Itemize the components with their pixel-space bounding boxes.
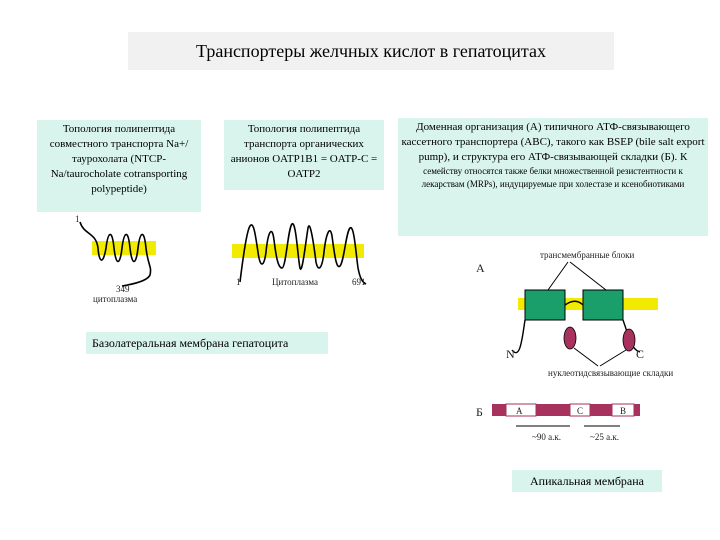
- abc-panel-b-label: Б: [476, 405, 483, 419]
- abc-caption: Доменная организация (А) типичного АТФ-с…: [398, 118, 708, 236]
- oatp-cyto-label: Цитоплазма: [272, 277, 318, 287]
- apical-label: Апикальная мембрана: [512, 470, 662, 492]
- abc-seg-c: C: [577, 406, 583, 416]
- abc-panel-a-label: А: [476, 261, 485, 275]
- abc-nbf-label: нуклеотидсвязывающие складки: [548, 368, 673, 378]
- page-title: Транспортеры желчных кислот в гепатоцита…: [128, 32, 614, 70]
- oatp-chain: [239, 223, 367, 285]
- abc-nbf-2: [622, 328, 636, 352]
- basolateral-label: Базолатеральная мембрана гепатоцита: [86, 332, 328, 354]
- abc-domain-diagram: А трансмембранные блоки N C нуклеотидсвя…: [476, 250, 673, 378]
- abc-seg-a: A: [516, 406, 523, 416]
- abc-tm-blocks-label: трансмембранные блоки: [540, 250, 634, 260]
- ntcp-c-term: 349: [116, 284, 130, 294]
- abc-seg-a-box: [505, 403, 537, 417]
- ntcp-membrane: [92, 241, 156, 255]
- abc-seg-c-box: [569, 403, 591, 417]
- abc-nbf-arrow-right: [599, 349, 627, 367]
- abc-nbf-1: [563, 326, 577, 350]
- abc-c-term: C: [636, 347, 644, 361]
- abc-seg-b-box: [611, 403, 635, 417]
- abc-tm-arrow-left: [547, 261, 569, 291]
- oatp-n-term: 1: [236, 277, 241, 287]
- abc-fold-diagram: Б A C B ~90 а.к. ~25 а.к.: [476, 403, 640, 442]
- abc-n-term: N: [506, 347, 515, 361]
- abc-caption-small: семейству относятся также белки множеств…: [421, 166, 685, 189]
- abc-tm-arrow-right: [569, 261, 607, 291]
- oatp-c-term: 691: [352, 277, 366, 287]
- abc-nbf-arrow-left: [573, 347, 599, 367]
- abc-caption-main: Доменная организация (А) типичного АТФ-с…: [401, 121, 705, 163]
- abc-len2: ~25 а.к.: [590, 432, 619, 442]
- ntcp-cyto-label: цитоплазма: [93, 294, 137, 304]
- abc-tm-block-2: [582, 289, 624, 321]
- abc-seg-b: B: [620, 406, 626, 416]
- ntcp-diagram: 1 349 цитоплазма: [75, 214, 156, 304]
- oatp-diagram: 1 Цитоплазма 691: [232, 223, 367, 287]
- ntcp-n-term: 1: [75, 214, 80, 224]
- abc-len1: ~90 а.к.: [532, 432, 561, 442]
- ntcp-caption: Топология полипептида совместного трансп…: [37, 120, 201, 212]
- oatp-caption: Топология полипептида транспорта органич…: [224, 120, 384, 190]
- abc-tm-block-1: [524, 289, 566, 321]
- ntcp-chain: [79, 221, 152, 287]
